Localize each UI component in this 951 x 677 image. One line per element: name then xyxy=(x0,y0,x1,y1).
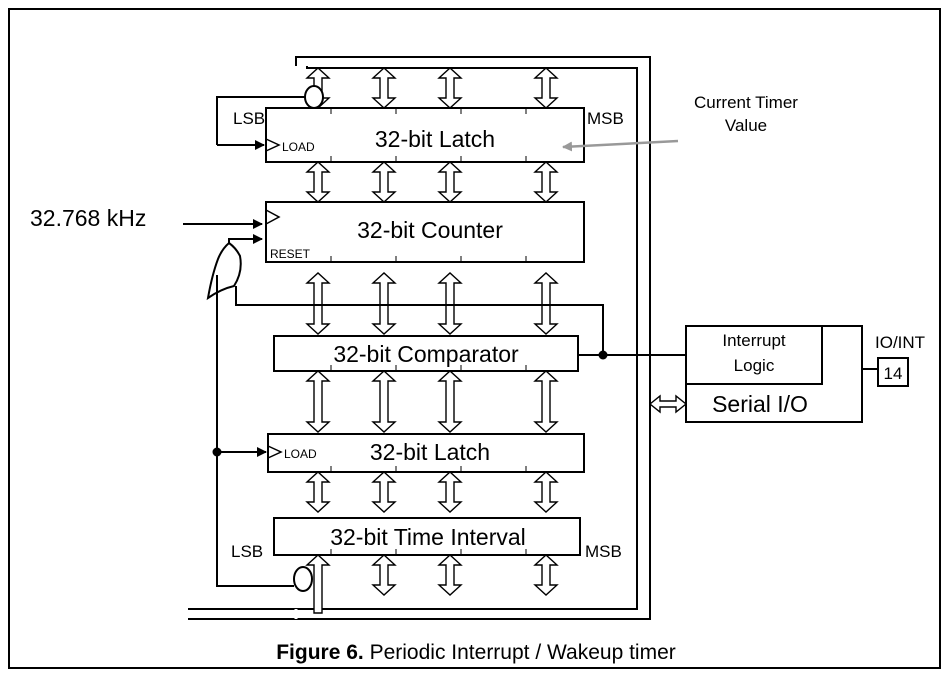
counter-block: 32-bit Counter RESET xyxy=(265,201,585,263)
bus-frame xyxy=(188,56,651,620)
current-timer-line2: Value xyxy=(725,116,767,135)
interrupt-logic-line2: Logic xyxy=(734,356,775,375)
current-timer-line1: Current Timer xyxy=(694,93,798,112)
interval-label: 32-bit Time Interval xyxy=(330,524,526,550)
msb-label-top: MSB xyxy=(587,109,624,128)
bus-arrows-comparator-latch xyxy=(306,370,558,433)
bus-arrows-latch-interval xyxy=(306,471,558,513)
io-pin-box xyxy=(877,357,909,387)
latch-top-label: 32-bit Latch xyxy=(375,126,495,152)
io-int-label: IO/INT xyxy=(875,333,925,352)
caption-text: Periodic Interrupt / Wakeup timer xyxy=(364,641,676,664)
clock-label: 32.768 kHz xyxy=(30,205,146,231)
interrupt-serial-block: Interrupt Logic Serial I/O xyxy=(685,325,863,423)
msb-label-bottom: MSB xyxy=(585,542,622,561)
load-label-top: LOAD xyxy=(282,140,315,154)
figure-caption: Figure 6. Periodic Interrupt / Wakeup ti… xyxy=(276,641,676,664)
bus-arrows-top xyxy=(306,67,558,109)
comparator-label: 32-bit Comparator xyxy=(333,341,519,367)
reset-label: RESET xyxy=(270,247,311,261)
counter-label: 32-bit Counter xyxy=(357,217,503,243)
bus-arrows-bottom xyxy=(306,554,558,614)
latch-bottom-block: 32-bit Latch LOAD xyxy=(267,433,585,473)
io-pin-number: 14 xyxy=(884,364,903,383)
latch-top-block: 32-bit Latch LOAD xyxy=(265,107,585,163)
gate-input-line xyxy=(235,286,604,355)
serial-io-label: Serial I/O xyxy=(712,391,808,417)
interrupt-logic-line1: Interrupt xyxy=(722,331,786,350)
bus-arrows-latch-counter xyxy=(306,161,558,203)
interval-block: 32-bit Time Interval xyxy=(273,517,581,556)
comparator-block: 32-bit Comparator xyxy=(273,335,579,372)
serial-bus-arrow xyxy=(648,394,688,414)
lsb-label-top: LSB xyxy=(233,109,265,128)
lsb-tap-bottom xyxy=(216,272,313,592)
load-label-bottom: LOAD xyxy=(284,447,317,461)
caption-bold: Figure 6. xyxy=(276,641,364,664)
latch-bottom-label: 32-bit Latch xyxy=(370,439,490,465)
lsb-label-bottom: LSB xyxy=(231,542,263,561)
current-timer-pointer xyxy=(562,139,679,152)
bus-arrows-counter-comparator xyxy=(306,272,558,335)
reset-line xyxy=(228,234,263,244)
